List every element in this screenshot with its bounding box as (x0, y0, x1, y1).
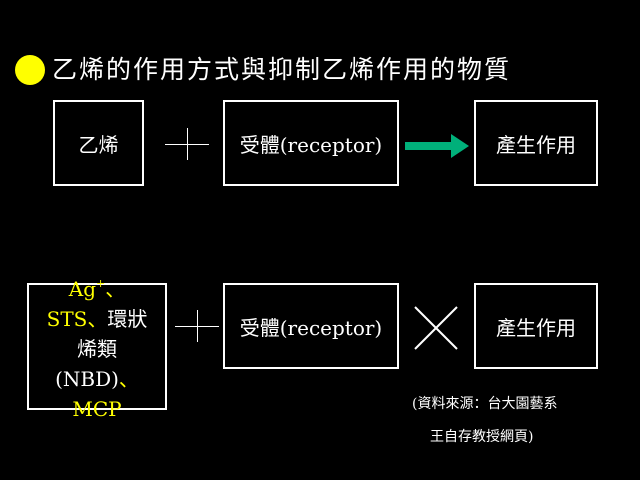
source-line-1: (資料來源：台大園藝系 (412, 396, 558, 412)
effect-label-2: 產生作用 (496, 315, 576, 340)
inhibitor-sts-line: STS、環狀 (46, 307, 148, 331)
source-line-2: 王自存教授網頁) (430, 429, 534, 445)
receptor-box-2: 受體(receptor) (223, 283, 399, 369)
receptor-label: 受體(receptor) (239, 132, 383, 157)
effect-label: 產生作用 (496, 132, 576, 157)
ethylene-box: 乙烯 (53, 100, 144, 186)
ethylene-label: 乙烯 (78, 132, 119, 157)
plus-icon (165, 128, 209, 160)
effect-box: 產生作用 (474, 100, 598, 186)
arrow-right-icon (405, 134, 469, 158)
inhibitor-nbd: (NBD)、 (55, 367, 139, 391)
receptor-box: 受體(receptor) (223, 100, 399, 186)
inhibitors-box: Ag+、 STS、環狀 烯類 (NBD)、 MCP (27, 277, 167, 421)
effect-box-2: 產生作用 (474, 283, 598, 369)
inhibitor-alkenes: 烯類 (77, 337, 117, 361)
bullet-circle-icon (15, 55, 45, 85)
inhibitor-ag: Ag+、 (68, 277, 126, 301)
inhibitor-mcp: MCP (72, 397, 122, 421)
plus-icon (175, 310, 219, 342)
receptor-label-2: 受體(receptor) (239, 315, 383, 340)
cross-icon (414, 306, 458, 350)
slide-title: 乙烯的作用方式與抑制乙烯作用的物質 (52, 55, 512, 84)
